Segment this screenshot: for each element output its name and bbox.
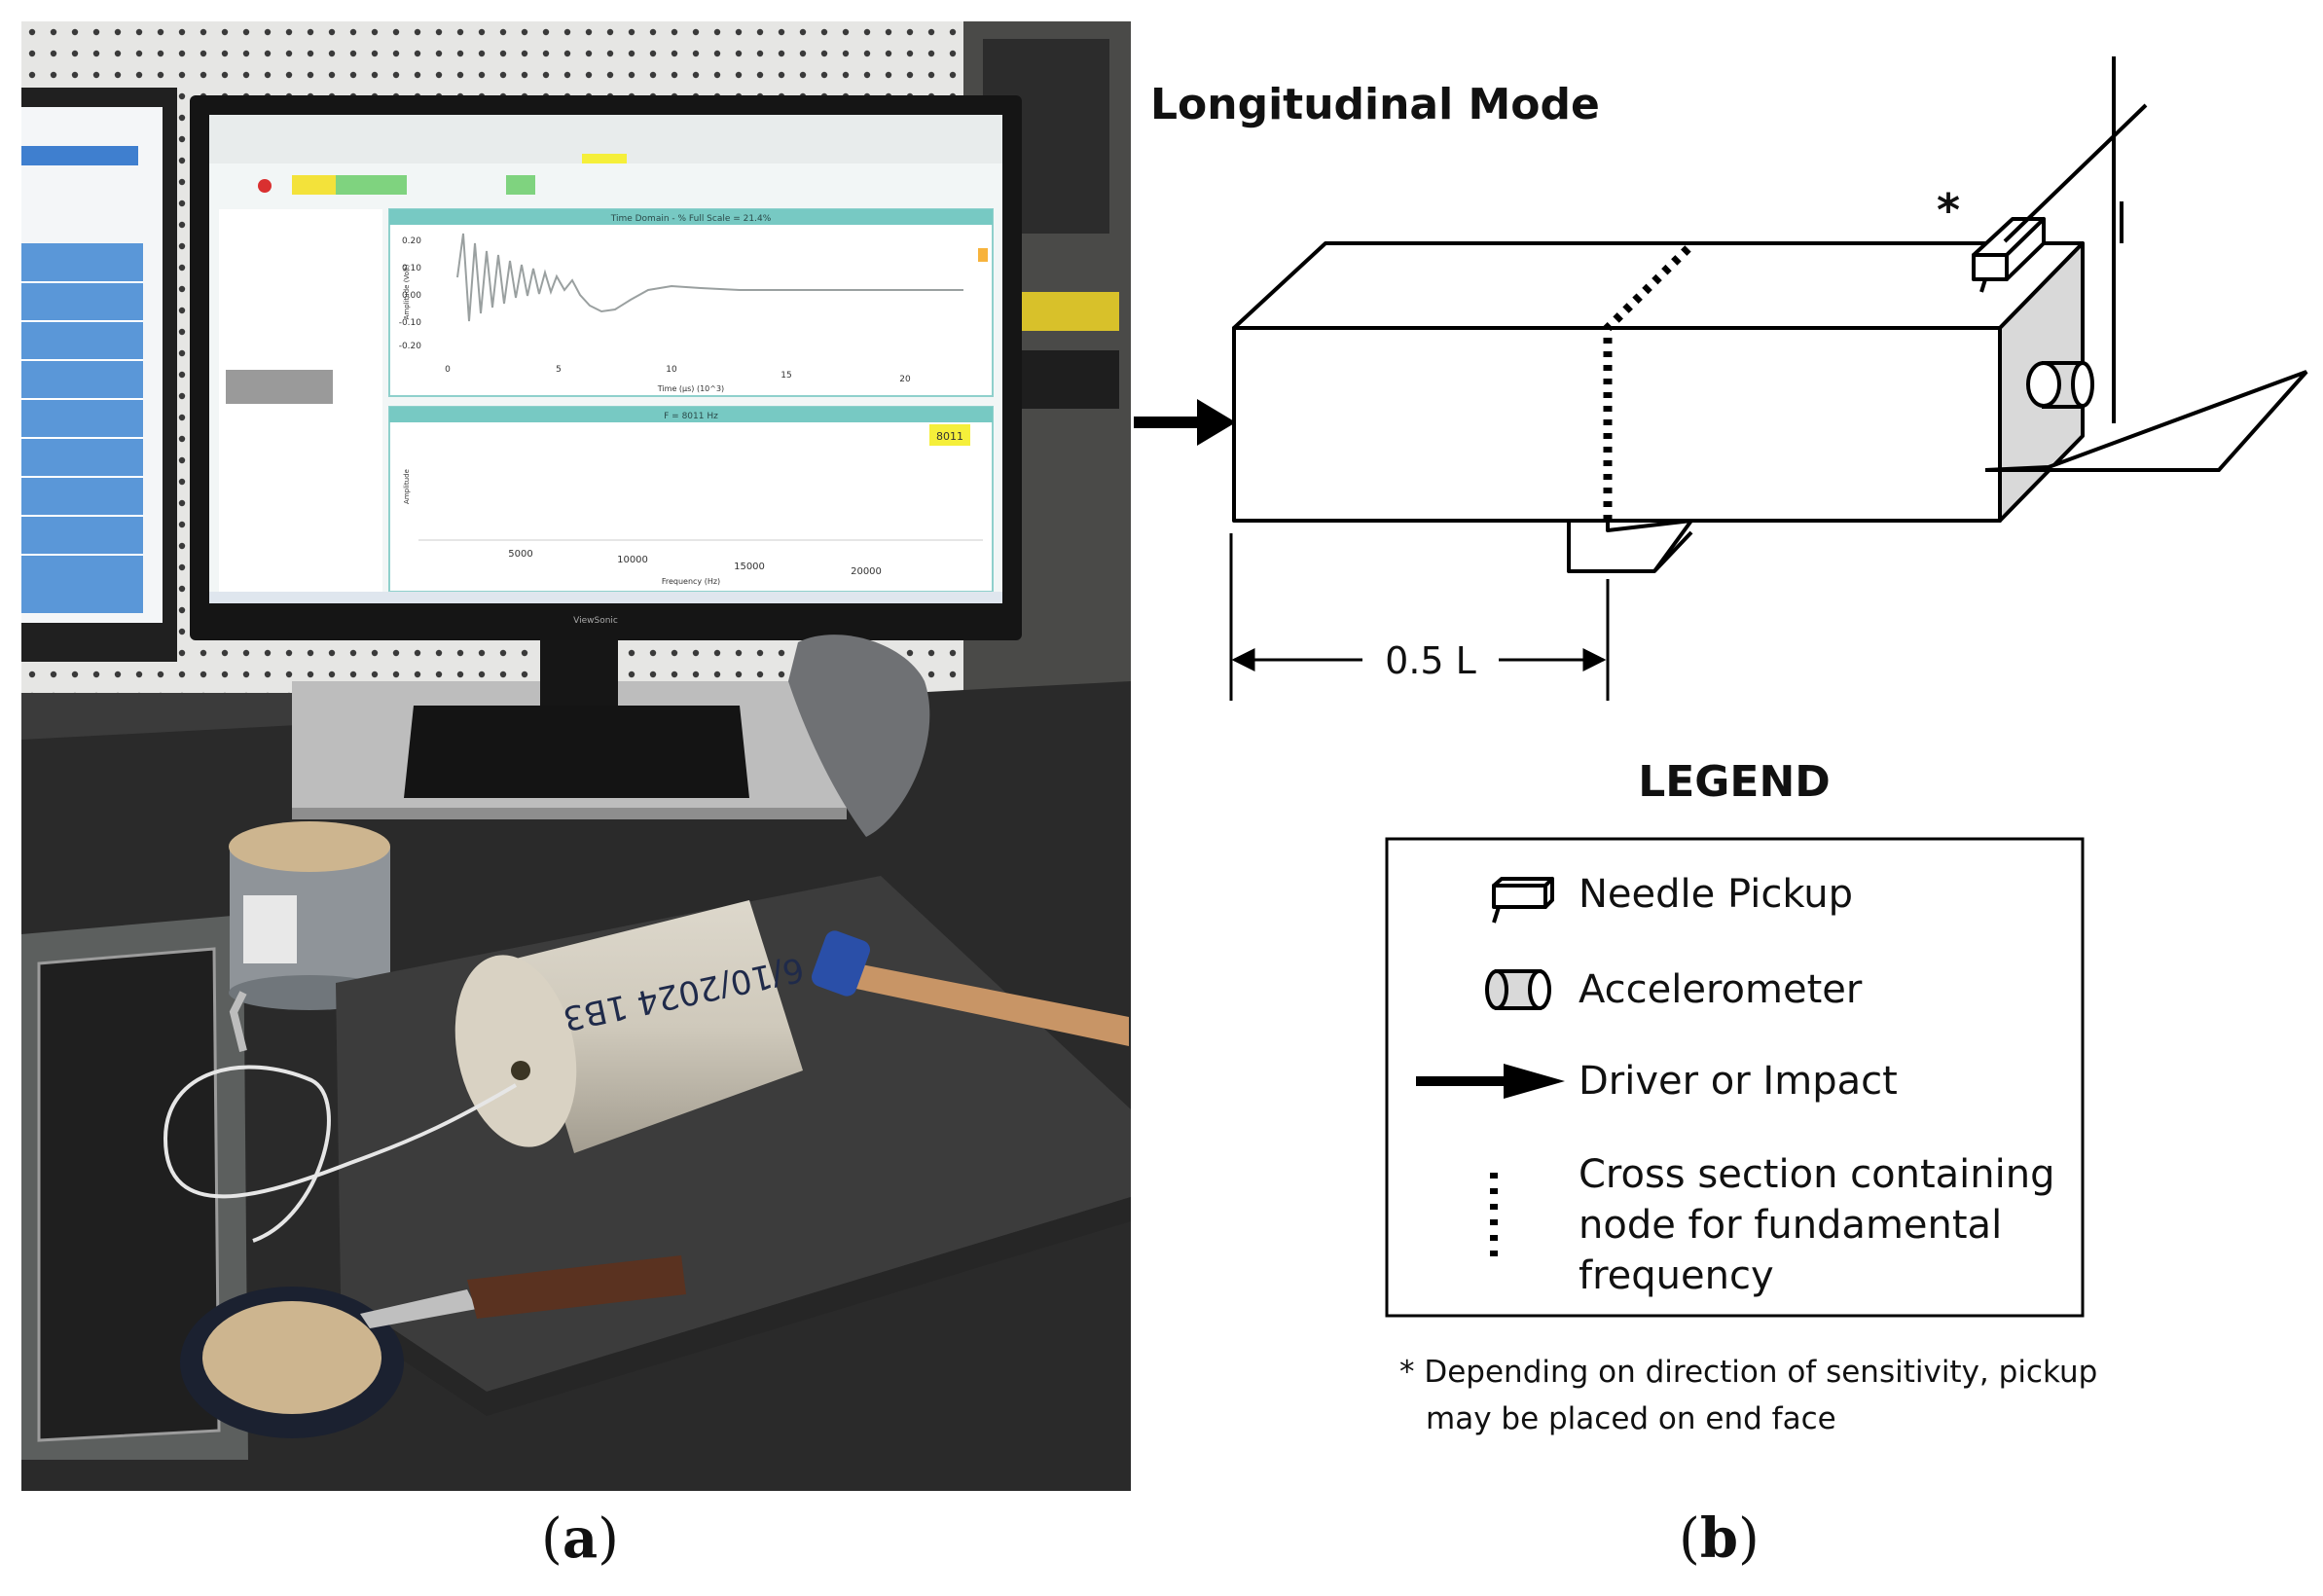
- chart2-xtick: 5000: [508, 549, 532, 560]
- chart1-ytick: -0.20: [399, 342, 422, 351]
- chart1-xtick: 5: [556, 365, 562, 375]
- monitor-brand: ViewSonic: [573, 616, 618, 626]
- chart1-xtick: 0: [445, 365, 451, 375]
- chart1-xtick: 15: [780, 371, 791, 381]
- chart2-xtick: 20000: [851, 566, 882, 577]
- chart2-title: F = 8011 Hz: [664, 412, 718, 421]
- chart1-ytick: 0.20: [402, 236, 421, 246]
- chart2-ylabel: Amplitude: [403, 469, 411, 504]
- left-monitor: [21, 88, 177, 662]
- chart1-xlabel: Time (µs) (10^3): [657, 384, 724, 393]
- chart1-ytick: 0.00: [402, 291, 421, 301]
- chart2-xlabel: Frequency (Hz): [662, 577, 720, 586]
- caption-b: (b): [1679, 1506, 1760, 1571]
- caption-a: (a): [541, 1506, 620, 1571]
- sensor-cable: [163, 1065, 518, 1243]
- impact-hammer: [812, 930, 1129, 1046]
- time-domain-waveform: [456, 233, 963, 322]
- main-monitor: Time Domain - % Full Scale = 21.4% 0.20 …: [190, 95, 1022, 640]
- chart1-ytick: 0.10: [402, 264, 421, 273]
- chart1-ylabel: Amplitude (Volt): [403, 264, 411, 319]
- chart2-badge: 8011: [936, 430, 963, 443]
- chart1-xtick: 20: [899, 375, 911, 384]
- chart2-xtick: 15000: [734, 562, 765, 572]
- chart1-ytick: -0.10: [399, 318, 422, 328]
- chart1-xtick: 10: [666, 365, 677, 375]
- chart1-title: Time Domain - % Full Scale = 21.4%: [610, 214, 772, 224]
- chart2-xtick: 10000: [617, 555, 648, 565]
- concrete-cylinder: 6/10/2024 1B3: [454, 900, 808, 1153]
